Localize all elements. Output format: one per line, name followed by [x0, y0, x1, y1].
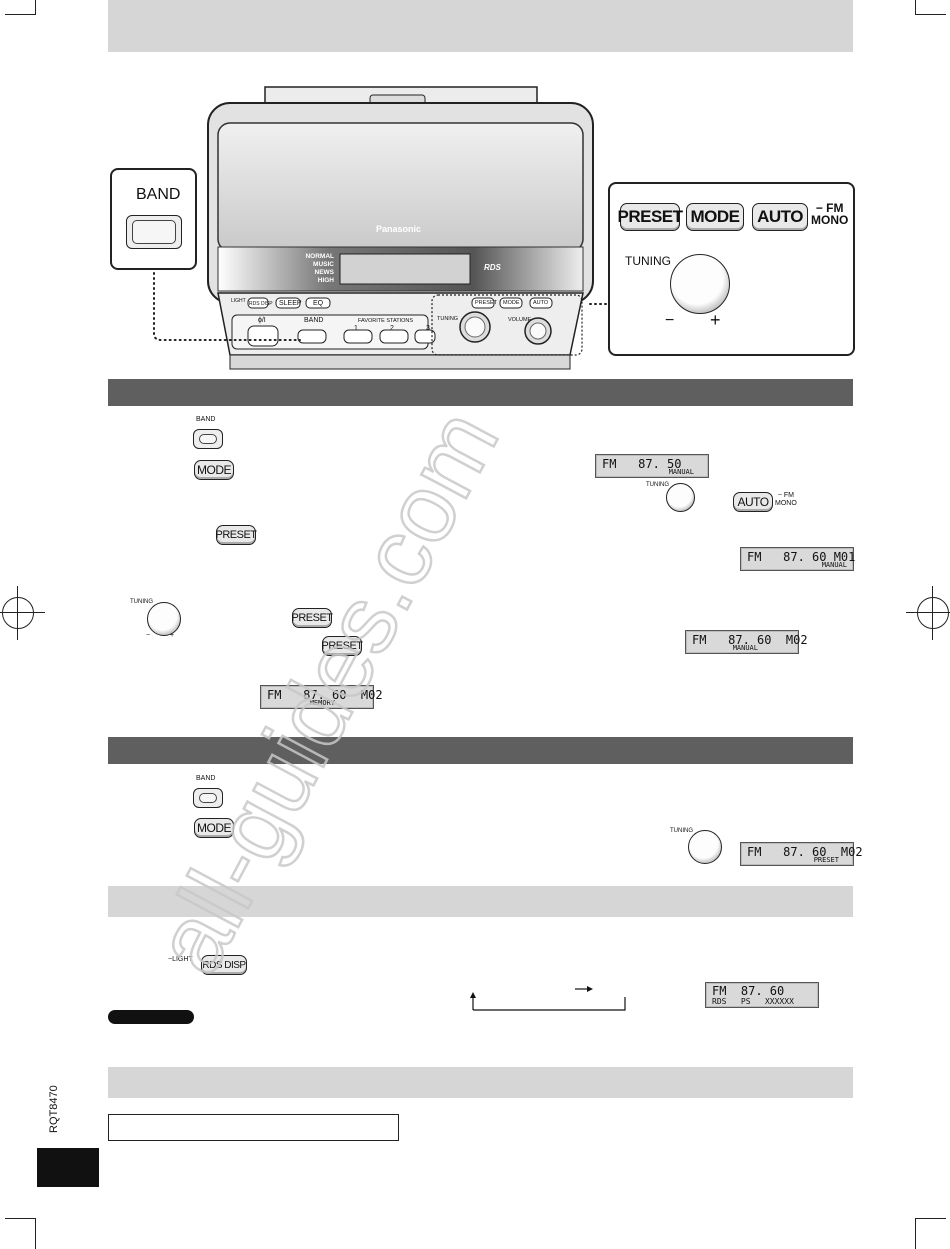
black-note-badge	[108, 1010, 194, 1024]
s1-lcd-manual-m02-sub: MANUAL	[732, 644, 758, 652]
rds-logo: RDS	[484, 263, 501, 272]
panel-band-label: BAND	[304, 317, 324, 324]
s1-tuning-label-right: TUNING	[646, 482, 669, 488]
eq-mode-news: NEWS	[314, 269, 335, 276]
s1-lcd-manual-m02: FM 87. 60 M02 MANUAL	[685, 630, 808, 654]
section-4-header-bar	[108, 1067, 853, 1098]
panel-fav2-label: 2	[390, 325, 394, 332]
preset-button-large[interactable]: PRESET	[617, 203, 683, 231]
s1-band-button[interactable]	[193, 429, 223, 449]
panel-rds-disp-button[interactable]: RDS DISP	[249, 301, 273, 307]
s2-mode-button[interactable]: MODE	[194, 818, 234, 838]
crop-mark-bottom-left	[5, 1218, 36, 1249]
crop-mark-top-left	[5, 0, 36, 15]
model-code: RQT8470	[48, 1085, 60, 1133]
s1-band-label: BAND	[196, 416, 216, 423]
s1-lcd-manual-m01: FM 87. 60 M01 MANUAL	[740, 547, 856, 571]
registration-mark-left	[0, 586, 45, 640]
panel-light-label: LIGHT	[231, 298, 246, 304]
s2-band-label: BAND	[196, 775, 216, 782]
s2-tuning-knob[interactable]	[688, 830, 722, 864]
panel-mode-button[interactable]: MODE	[503, 300, 520, 306]
s1-lcd-manual-1: FM 87. 50 MANUAL	[595, 454, 709, 478]
s3-rds-disp-button[interactable]: RDS DISP	[201, 955, 247, 975]
brand-logo: Panasonic	[376, 224, 422, 234]
band-callout: BAND	[110, 168, 197, 270]
s1-lcd-memory: FM 87. 60 M02 MEMORY	[260, 685, 383, 709]
section-2-header-bar	[108, 737, 853, 764]
crop-mark-bottom-right	[915, 1218, 946, 1249]
s1-lcd-manual-m01-main: FM 87. 60 M01	[747, 550, 856, 564]
page-number-tab	[37, 1148, 99, 1187]
panel-power-label: ɸ/I	[258, 317, 266, 324]
s1-tuning-plus: +	[170, 632, 175, 639]
cycle-arrow-diagram	[470, 986, 626, 1011]
panel-fav1-label: 1	[354, 325, 358, 332]
s1-mono-label: MONO	[775, 500, 797, 507]
radio-device-illustration	[207, 86, 594, 370]
registration-mark-right	[906, 586, 950, 640]
s3-light-label: −LIGHT	[168, 956, 193, 963]
band-button-large[interactable]	[126, 215, 182, 249]
header-bar	[108, 0, 853, 52]
panel-favorite-label: FAVORITE STATIONS	[358, 318, 414, 324]
s1-mode-button[interactable]: MODE	[194, 460, 234, 480]
callout-connectors	[153, 267, 611, 341]
panel-tuning-label: TUNING	[437, 316, 459, 322]
panel-fav3-label: 3	[426, 325, 430, 332]
band-callout-label: BAND	[136, 186, 181, 203]
s3-lcd-rds-sub: RDS PS XXXXXX	[712, 997, 794, 1006]
panel-volume-label: VOLUME	[508, 317, 532, 323]
s3-lcd-rds: FM 87. 60 RDS PS XXXXXX	[705, 982, 819, 1008]
mono-label: MONO	[811, 213, 849, 227]
s1-lcd-memory-sub: MEMORY	[309, 699, 335, 707]
panel-auto-button[interactable]: AUTO	[533, 300, 549, 306]
tuning-knob-large[interactable]	[670, 254, 730, 314]
empty-text-box	[108, 1114, 399, 1141]
fm-mono-label-large: − FM MONO	[811, 202, 848, 226]
s1-tuning-knob[interactable]	[147, 602, 181, 636]
tuning-minus: −	[665, 312, 675, 329]
s1-preset-button-3[interactable]: PRESET	[322, 636, 363, 656]
eq-mode-normal: NORMAL	[305, 253, 334, 260]
section-3-header-bar	[108, 886, 853, 917]
s2-lcd-preset: FM 87. 60 M02 PRESET	[740, 842, 863, 866]
s1-lcd-manual-1-main: FM 87. 50	[602, 457, 682, 471]
eq-mode-list: NORMAL MUSIC NEWS HIGH	[294, 253, 334, 285]
s1-lcd-memory-main: FM 87. 60 M02	[267, 688, 383, 702]
s2-tuning-label: TUNING	[670, 828, 693, 834]
s1-auto-button[interactable]: AUTO	[733, 492, 773, 512]
s2-band-button[interactable]	[193, 788, 223, 808]
panel-preset-button[interactable]: PRESET	[475, 300, 498, 306]
s1-tuning-minus: −	[146, 632, 151, 639]
s2-lcd-preset-sub: PRESET	[813, 856, 839, 864]
eq-mode-high: HIGH	[317, 277, 334, 284]
s1-lcd-manual-m01-sub: MANUAL	[821, 561, 847, 569]
panel-sleep-button[interactable]: SLEEP	[279, 300, 302, 307]
section-1-header-bar	[108, 379, 853, 406]
mode-button-large[interactable]: MODE	[686, 203, 744, 231]
s2-lcd-preset-main: FM 87. 60 M02	[747, 845, 863, 859]
s3-lcd-rds-main: FM 87. 60	[712, 984, 785, 998]
s1-lcd-manual-1-sub: MANUAL	[668, 468, 694, 476]
s1-fm-mono-label: − FM MONO	[775, 492, 797, 508]
fm-label: − FM	[815, 201, 844, 215]
s1-tuning-knob-right[interactable]	[666, 483, 695, 512]
s1-preset-button[interactable]: PRESET	[216, 525, 257, 545]
tuning-callout: PRESET MODE AUTO − FM MONO TUNING − +	[608, 182, 855, 356]
s1-tuning-label: TUNING	[130, 599, 153, 605]
s1-lcd-manual-m02-main: FM 87. 60 M02	[692, 633, 808, 647]
s1-fm-label: − FM	[777, 492, 794, 499]
tuning-plus: +	[710, 310, 721, 330]
crop-mark-top-right	[915, 0, 946, 15]
auto-button-large[interactable]: AUTO	[752, 203, 808, 231]
panel-eq-button[interactable]: EQ	[313, 300, 324, 307]
s1-preset-button-2[interactable]: PRESET	[292, 608, 333, 628]
eq-mode-music: MUSIC	[313, 261, 334, 268]
tuning-label-large: TUNING	[625, 254, 671, 268]
